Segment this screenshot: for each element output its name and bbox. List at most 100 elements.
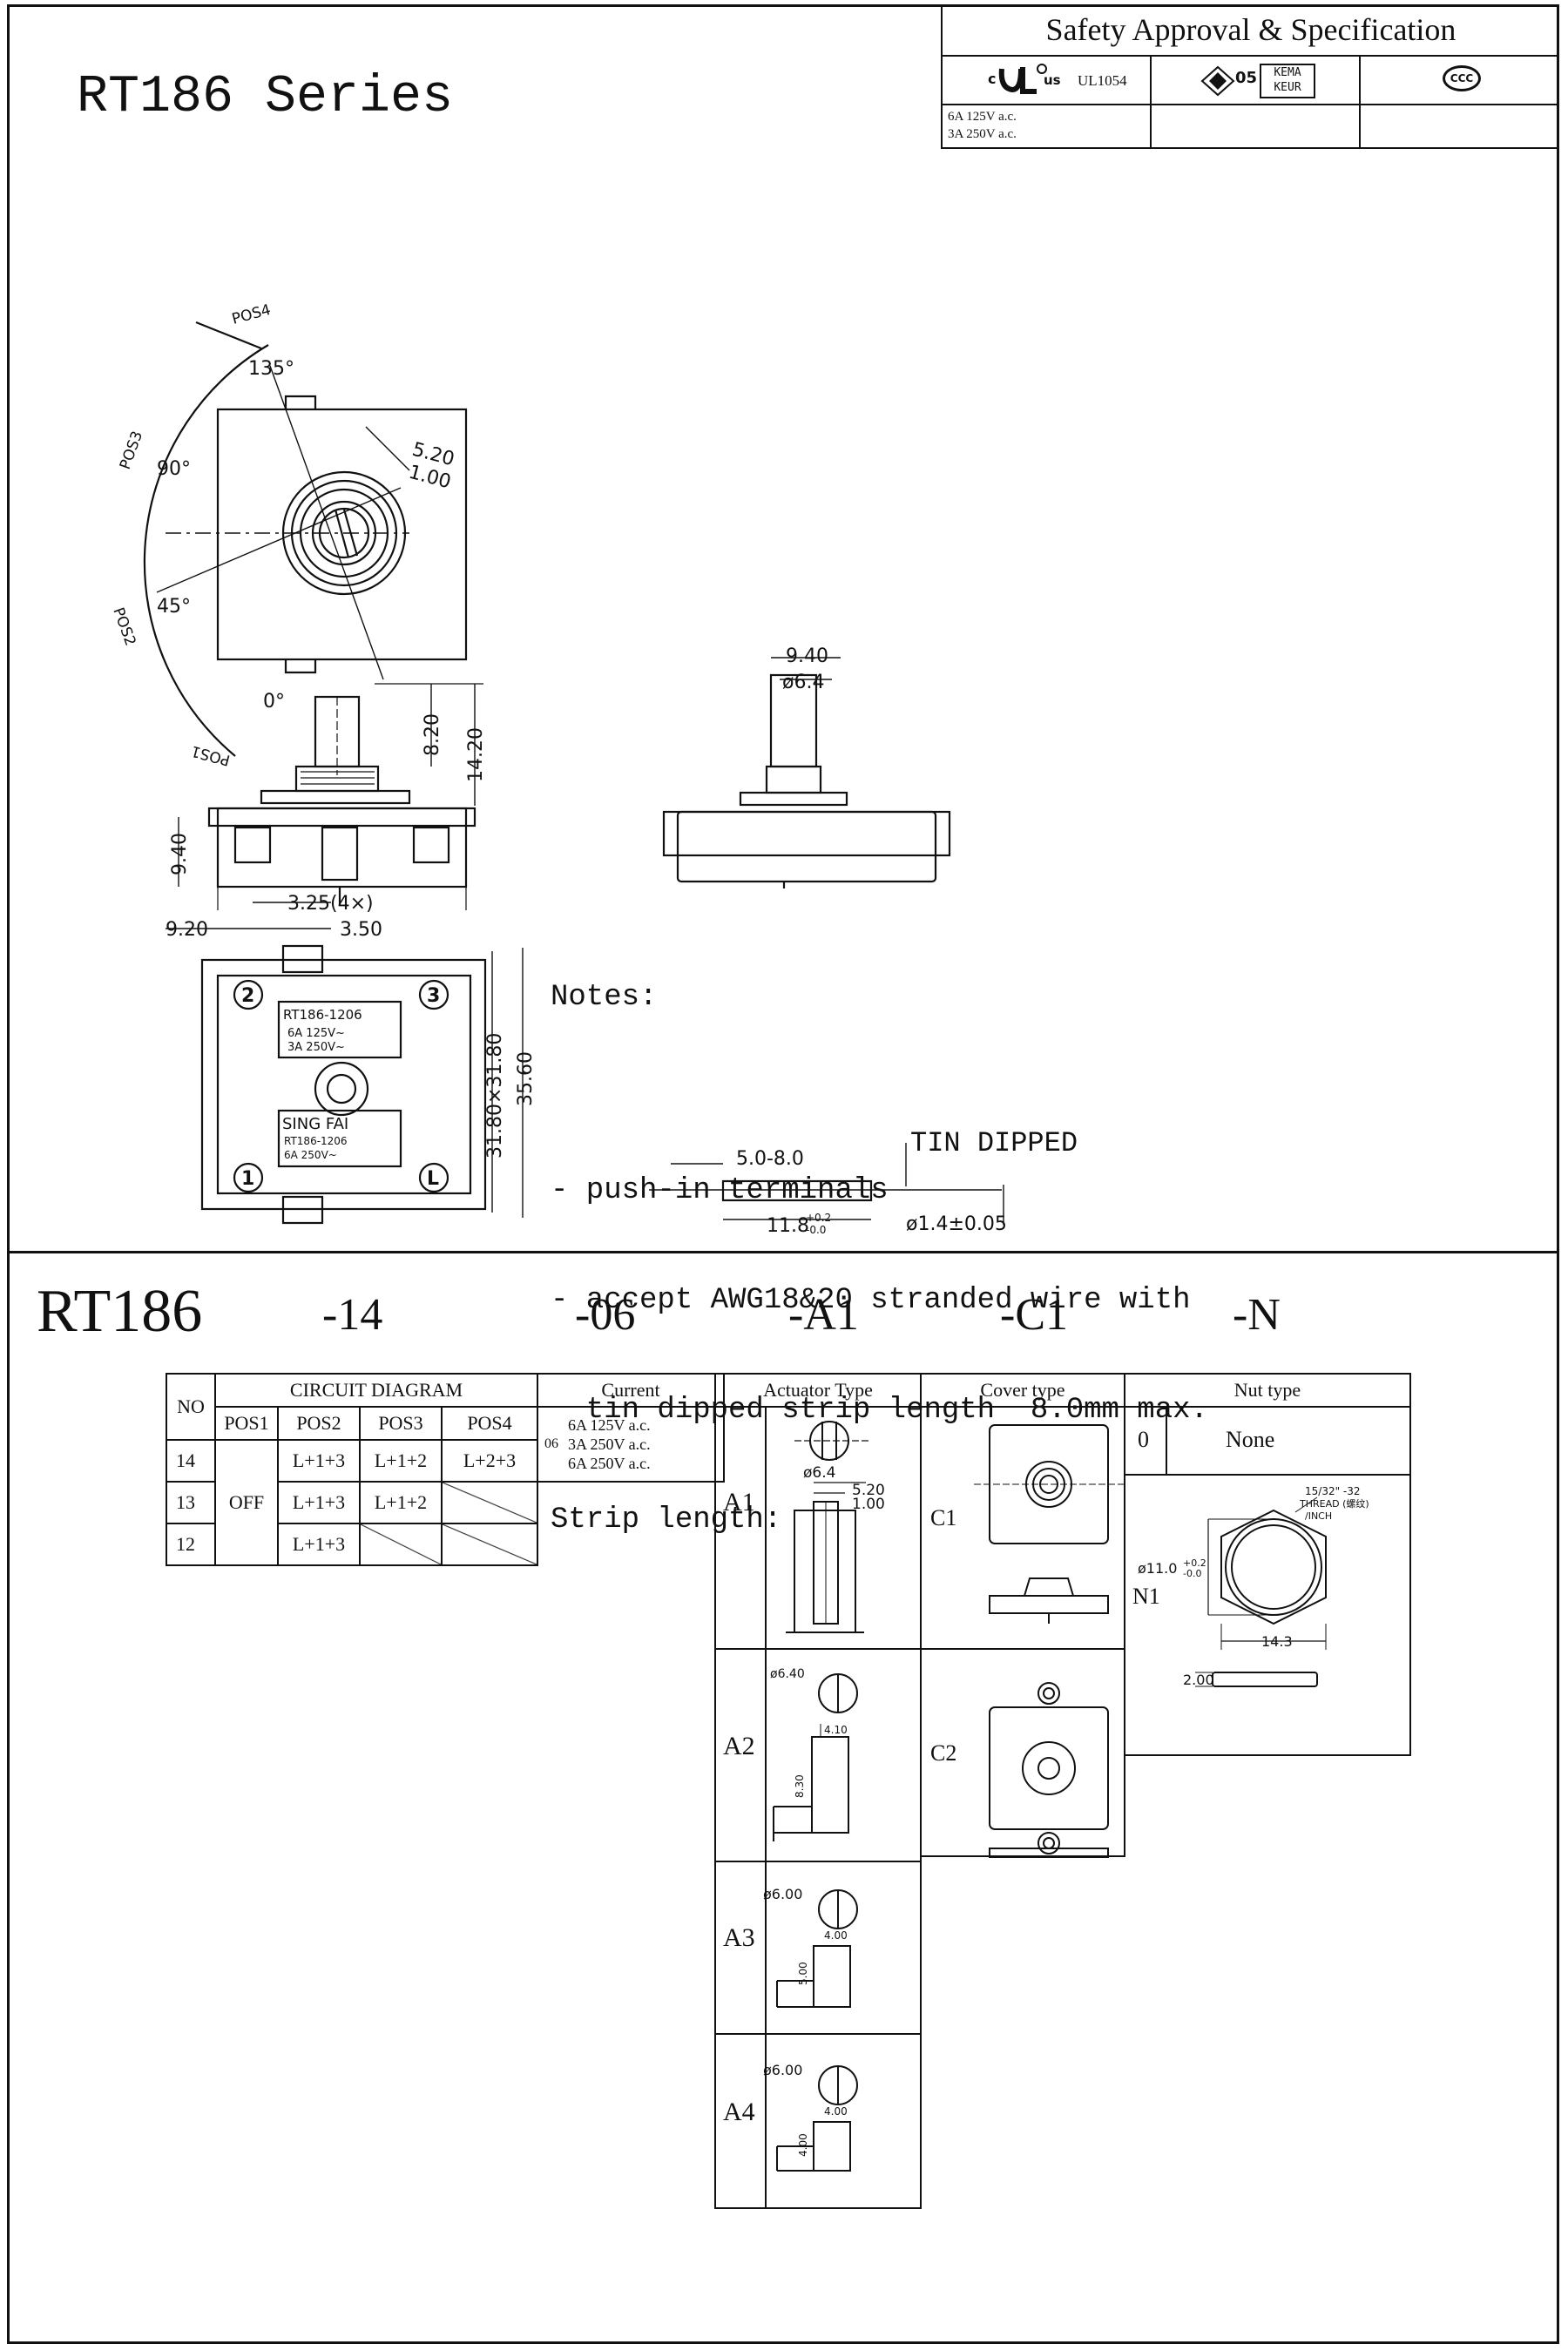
a4-w: 4.00	[824, 2105, 848, 2118]
pos1-header: POS1	[214, 1406, 279, 1441]
approval-table: Safety Approval & Specification c us UL1…	[941, 4, 1559, 149]
nut-drawing: 15/32" -32 THREAD (螺纹) /INCH ø11.0 +0.2 …	[1138, 1485, 1369, 1688]
tin-dipped-label: TIN DIPPED	[910, 1127, 1078, 1159]
row-pos2: L+1+3	[277, 1439, 361, 1483]
label-top-line-3: 3A 250V~	[287, 1041, 345, 1054]
label-bottom-line-2: 6A 250V~	[284, 1149, 337, 1161]
circuit-table: NO CIRCUIT DIAGRAM Current POS1 POS2 POS…	[166, 1373, 725, 1566]
rating-line-2: 3A 250V a.c.	[948, 127, 1017, 141]
cover-header: Cover type	[922, 1375, 1124, 1408]
terminal-1: 1	[241, 1168, 254, 1190]
nut-dia: ø11.0	[1138, 1560, 1177, 1577]
row-no: 14	[166, 1439, 216, 1483]
label-top-line-1: RT186-1206	[283, 1007, 362, 1023]
pos2-label: POS2	[109, 605, 139, 648]
dim-3-50: 3.50	[340, 919, 382, 941]
pos4-label: POS4	[230, 301, 273, 328]
side-view-body	[216, 807, 468, 888]
enec-number: 05	[1235, 69, 1258, 87]
diagram-header: CIRCUIT DIAGRAM	[214, 1373, 538, 1408]
part-code-seg-4: -C1	[1000, 1290, 1068, 1340]
dim-9-20: 9.20	[166, 919, 208, 941]
a2-dia: ø6.40	[770, 1667, 805, 1681]
ul-c-mark: c	[988, 71, 997, 87]
pos2-header: POS2	[277, 1406, 361, 1441]
part-code-base: RT186	[37, 1278, 203, 1345]
nut-dia-tol-minus: -0.0	[1183, 1568, 1201, 1579]
a3-h: 5.00	[797, 1962, 809, 1985]
angle-45: 45°	[157, 596, 191, 618]
thread-line-2: THREAD (螺纹)	[1299, 1497, 1369, 1510]
a4-dia: ø6.00	[763, 2062, 802, 2078]
page-frame	[7, 4, 1559, 2344]
pos4-header: POS4	[441, 1406, 538, 1441]
nut-header: Nut type	[1125, 1375, 1409, 1408]
dim-31-80: 31.80×31.80	[484, 1033, 506, 1159]
terminal-2: 2	[241, 985, 254, 1007]
strip-heading: Strip length:	[551, 1503, 782, 1537]
a3-dia: ø6.00	[763, 1886, 802, 1902]
current-header: Current	[537, 1373, 725, 1408]
actuator-a3-code: A3	[723, 1923, 755, 1952]
actuator-a2-code: A2	[723, 1732, 755, 1760]
series-title: RT186 Series	[77, 68, 454, 127]
dim-5-8: 5.0-8.0	[736, 1148, 804, 1170]
current-ratings: 6A 125V a.c. 3A 250V a.c. 6A 250V a.c.	[564, 1406, 725, 1483]
ul-code: UL1054	[1078, 72, 1127, 89]
a3-w: 4.00	[824, 1929, 848, 1942]
angle-135: 135°	[248, 358, 294, 380]
cover-c1-code: C1	[930, 1505, 957, 1530]
current-line-1: 6A 125V a.c.	[568, 1416, 651, 1434]
part-code-seg-3: -A1	[788, 1290, 859, 1340]
current-line-2: 3A 250V a.c.	[568, 1436, 651, 1453]
actuator-a4-code: A4	[723, 2098, 755, 2126]
nut-none-code: 0	[1138, 1427, 1149, 1452]
actuator-a1-code: A1	[723, 1488, 755, 1517]
approval-ul-cell: c us UL1054	[943, 57, 1152, 105]
thread-line-1: 15/32" -32	[1305, 1485, 1361, 1497]
row-pos4-empty	[441, 1523, 538, 1566]
dim-1-4: ø1.4±0.05	[906, 1213, 1007, 1235]
row-no: 12	[166, 1523, 216, 1566]
dim-6-4: ø6.4	[782, 672, 824, 693]
approval-ccc-cell: CCC	[1361, 57, 1559, 105]
terminal-l: L	[427, 1168, 439, 1190]
row-pos2: L+1+3	[277, 1523, 361, 1566]
current-code: 06	[537, 1406, 564, 1483]
nut-none-label: None	[1226, 1427, 1275, 1452]
label-bottom-brand: SING FAI	[282, 1115, 348, 1133]
approval-rating-cell: 6A 125V a.c. 3A 250V a.c.	[943, 105, 1152, 147]
side-view-shaft	[314, 695, 361, 768]
dim-11-8-tol-minus: -0.0	[806, 1224, 826, 1236]
ul-us-mark: us	[1044, 72, 1061, 88]
row-pos3: L+1+2	[359, 1439, 443, 1483]
label-bottom-line-1: RT186-1206	[284, 1135, 348, 1147]
dim-8-20: 8.20	[422, 713, 443, 756]
part-code-seg-5: -N	[1233, 1290, 1281, 1340]
angle-90: 90°	[157, 458, 191, 480]
a1-w: 5.20	[852, 1482, 885, 1499]
row-pos4: L+2+3	[441, 1439, 538, 1483]
rating-line-1: 6A 125V a.c.	[948, 110, 1017, 124]
right-view-body	[676, 810, 937, 883]
row-pos3-empty	[359, 1523, 443, 1566]
table-row: 13 L+1+3 L+1+2	[166, 1481, 724, 1524]
ccc-logo-icon: CCC	[1443, 65, 1481, 91]
kema-keur-logo: KEMA KEUR	[1260, 64, 1315, 98]
actuator-header: Actuator Type	[716, 1375, 920, 1408]
approval-empty-cell	[1152, 105, 1361, 147]
dim-14-20: 14.20	[465, 727, 487, 782]
a2-w: 4.10	[824, 1724, 848, 1736]
row-pos3: L+1+2	[359, 1481, 443, 1524]
row-pos2: L+1+3	[277, 1481, 361, 1524]
cover-column: Cover type C1 C2	[920, 1373, 1125, 1858]
approval-enec-cell: 05 KEMA KEUR	[1152, 57, 1361, 105]
dim-11-8-tol-plus: +0.2	[806, 1212, 831, 1224]
enec-logo-icon	[1200, 65, 1235, 97]
a2-h: 8.30	[794, 1774, 806, 1798]
table-row: 14 OFF L+1+3 L+1+2 L+2+3	[166, 1439, 724, 1566]
switch-drawing: POS4 POS3 POS2 POS1 135° 90° 45° 0° 5.20…	[109, 301, 1007, 1237]
a1-w2: 1.00	[852, 1496, 885, 1513]
cover-c2-code: C2	[930, 1740, 957, 1766]
note-line-2: - accept AWG18&20 stranded wire with	[551, 1284, 1191, 1317]
